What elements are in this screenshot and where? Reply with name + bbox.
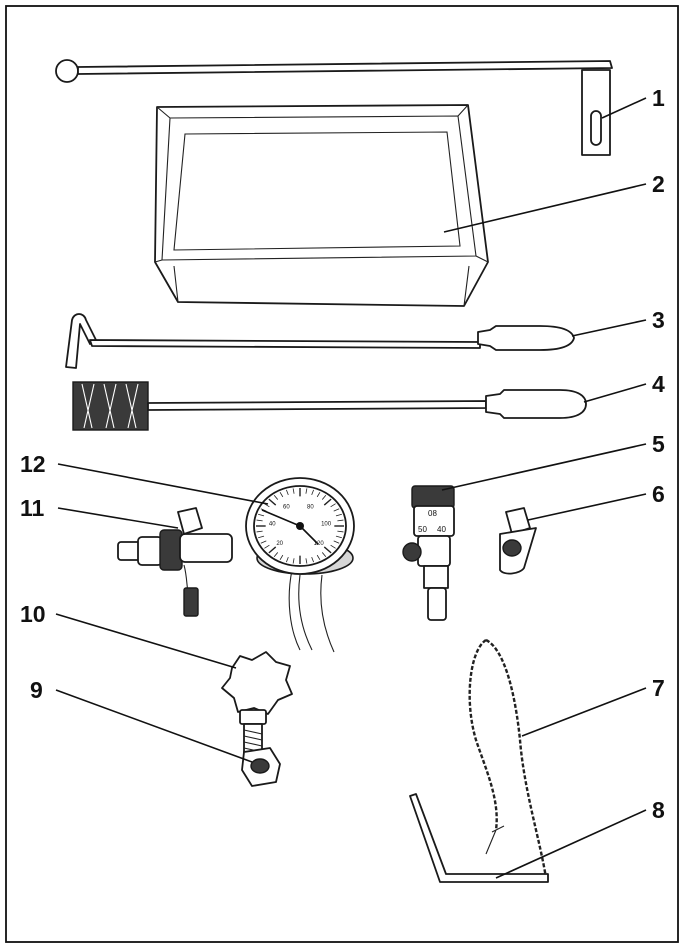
gauge-tick	[258, 535, 265, 539]
leader-line-12	[57, 463, 269, 505]
gauge-tick	[273, 552, 279, 558]
gauge-tick	[292, 558, 295, 564]
gauge-scale-label: 40	[269, 521, 276, 527]
callout-5: 5	[652, 431, 665, 457]
part-dial-thermometer: 20 40 60 80 100 120	[245, 477, 355, 653]
callout-12: 12	[20, 451, 46, 477]
gauge-tick	[256, 519, 263, 522]
callout-1: 1	[652, 85, 665, 111]
part-valve-plug	[499, 507, 537, 575]
leader-line-11	[57, 507, 179, 529]
callout-labels: 1 2 3 4 5 6 7 8 9 10 11 12	[20, 85, 665, 823]
gauge-tick	[286, 489, 289, 496]
gauge-tick	[316, 554, 321, 561]
gauge-tick	[264, 544, 270, 549]
part-hook-poker	[65, 313, 575, 369]
valve-scale-label: 50	[418, 525, 427, 534]
gauge-scale-label: 120	[314, 541, 325, 547]
callout-10: 10	[20, 601, 46, 627]
gauge-tick	[323, 546, 332, 554]
leader-line-7	[521, 687, 647, 737]
callout-9: 9	[30, 677, 43, 703]
part-star-knob	[221, 651, 293, 767]
gauge-scale-label: 100	[321, 521, 332, 527]
gauge-tick	[311, 489, 314, 496]
gauge-tick	[323, 498, 332, 506]
leader-line-6	[527, 493, 647, 521]
gauge-tick	[335, 535, 342, 539]
gauge-scale-label: 80	[307, 505, 314, 511]
callout-2: 2	[652, 171, 665, 197]
leader-line-3	[571, 319, 647, 337]
callout-4: 4	[652, 371, 665, 397]
gauge-tick	[256, 530, 263, 533]
gauge-tick	[321, 494, 327, 500]
valve-scale-label: 08	[428, 509, 437, 518]
gauge-tick	[279, 491, 284, 498]
gauge-tick	[330, 544, 336, 549]
valve-scale-label: 40	[437, 525, 446, 534]
leader-line-2	[443, 183, 647, 233]
part-rake-rod	[55, 59, 613, 156]
leader-line-8	[495, 809, 647, 879]
gauge-tick	[305, 488, 308, 494]
gauge-scale-label: 60	[283, 505, 290, 511]
part-flue-brush	[72, 381, 587, 431]
diagram-border	[5, 5, 679, 943]
gauge-tick	[292, 488, 295, 494]
leader-line-5	[441, 443, 647, 491]
gauge-tick	[286, 556, 289, 563]
gauge-tick	[321, 552, 327, 558]
gauge-tick	[335, 513, 342, 517]
leader-line-10	[55, 613, 237, 669]
callout-11: 11	[20, 495, 45, 521]
gauge-tick	[311, 556, 314, 563]
callout-3: 3	[652, 307, 665, 333]
gauge-tick	[330, 503, 336, 508]
gauge-scale-label: 20	[276, 541, 283, 547]
leader-line-9	[55, 689, 253, 763]
leader-lines	[55, 97, 647, 879]
gauge-tick	[268, 498, 277, 506]
gauge-tick	[279, 554, 284, 561]
callout-8: 8	[652, 797, 665, 823]
gauge-tick	[333, 508, 340, 512]
part-allen-key	[409, 793, 549, 883]
gauge-tick	[273, 494, 279, 500]
part-drain-cock	[117, 507, 233, 617]
callout-6: 6	[652, 481, 665, 507]
part-chain	[468, 638, 548, 879]
gauge-scale-labels: 20 40 60 80 100 120	[269, 505, 332, 547]
gauge-tick	[337, 530, 344, 533]
leader-line-4	[583, 383, 647, 403]
gauge-tick	[258, 513, 265, 517]
part-ash-tray	[154, 104, 489, 307]
leader-line-1	[601, 97, 647, 119]
part-safety-valve: 50 40 08	[402, 485, 455, 621]
gauge-tick	[268, 546, 277, 554]
part-nut	[241, 747, 281, 787]
gauge-tick	[333, 540, 340, 544]
gauge-tick	[337, 519, 344, 522]
gauge-tick	[260, 540, 267, 544]
gauge-tick	[316, 491, 321, 498]
gauge-tick	[305, 558, 308, 564]
callout-7: 7	[652, 675, 665, 701]
